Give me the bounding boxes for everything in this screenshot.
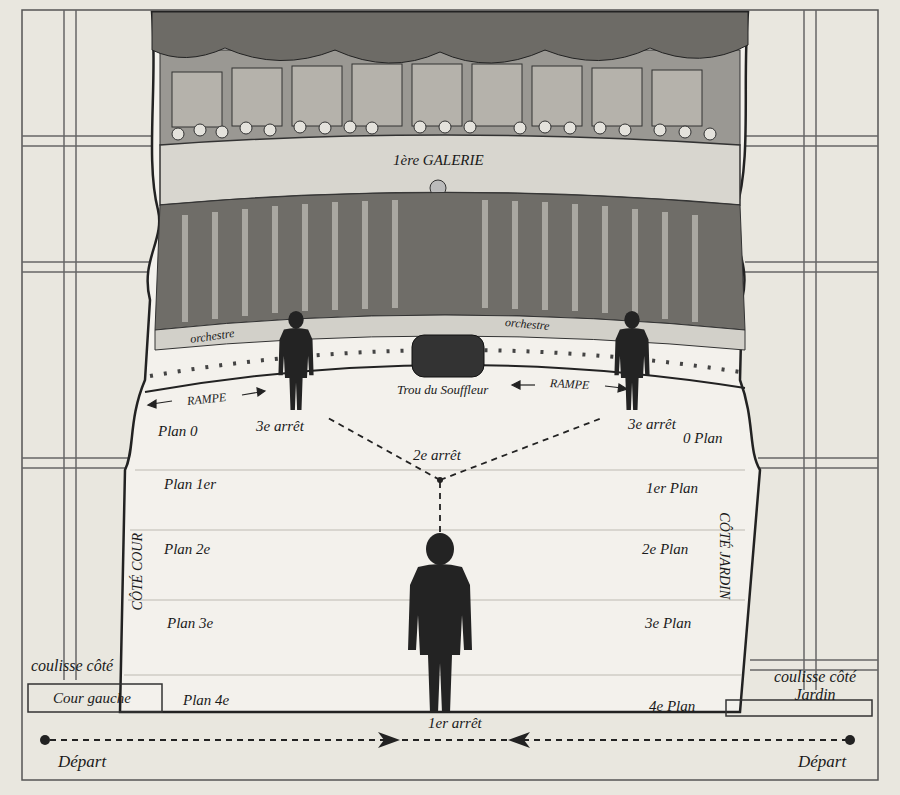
frame — [22, 10, 878, 780]
stalls — [155, 193, 745, 331]
plan-label: 4e Plan — [649, 698, 695, 715]
plan-label: 0 Plan — [683, 430, 723, 447]
plan-label: 2e Plan — [642, 541, 688, 558]
prompt-box-label: Trou du Souffleur — [397, 383, 488, 397]
wing-label: coulisse côté Jardin — [763, 668, 867, 703]
plan-label: Plan 1er — [164, 476, 216, 493]
proscenium — [120, 12, 760, 712]
seat-rows — [185, 200, 695, 322]
prompt-box — [412, 335, 484, 377]
side-label: CÔTÉ COUR — [130, 533, 145, 610]
stop-label: 3e arrêt — [256, 418, 304, 435]
figures — [278, 311, 649, 713]
plan-label: 1er Plan — [646, 480, 698, 497]
wing-label: Cour gauche — [53, 690, 131, 707]
curtain — [152, 12, 748, 63]
arrow-head — [508, 732, 530, 748]
plan-label: Plan 2e — [164, 541, 210, 558]
boxes-tier — [160, 50, 740, 145]
walking-path — [50, 418, 850, 740]
start-label: Départ — [58, 753, 106, 772]
plan-label: Plan 4e — [183, 692, 229, 709]
footlights-label: RAMPE — [550, 377, 590, 392]
side-label: CÔTÉ JARDIN — [717, 512, 732, 599]
stop-label: 3e arrêt — [628, 416, 676, 433]
wing-label: coulisse côté — [31, 657, 113, 675]
stop-label: 2e arrêt — [413, 447, 461, 464]
start-dot — [40, 735, 50, 745]
wing-box — [28, 684, 162, 712]
plan-label: Plan 0 — [158, 423, 198, 440]
loges — [172, 64, 702, 127]
start-label: Départ — [798, 753, 846, 772]
stop-point — [437, 477, 443, 483]
plan-label: Plan 3e — [167, 615, 213, 632]
arrow-head — [378, 732, 400, 748]
stop-label: 1er arrêt — [428, 715, 482, 732]
plan-label: 3e Plan — [645, 615, 691, 632]
start-dot — [845, 735, 855, 745]
gallery-label: 1ère GALERIE — [393, 152, 484, 169]
